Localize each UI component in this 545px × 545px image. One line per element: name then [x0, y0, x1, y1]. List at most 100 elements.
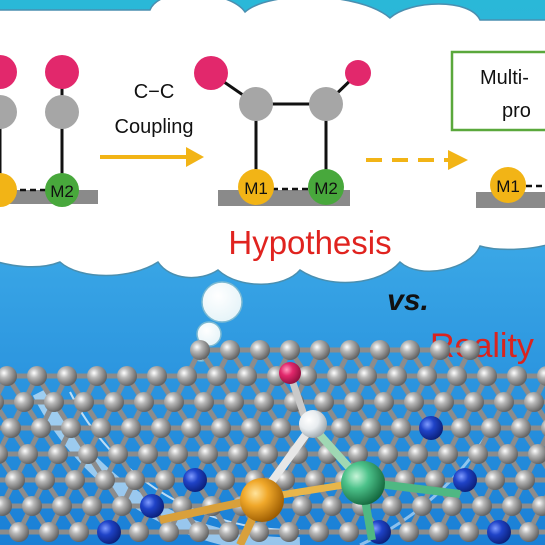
lattice-carbon-atom [1, 418, 21, 438]
lattice-carbon-atom [211, 418, 231, 438]
lattice-carbon-atom [27, 366, 47, 386]
lattice-carbon-atom [159, 522, 179, 542]
lattice-carbon-atom [190, 340, 210, 360]
vs-label: vs. [387, 284, 429, 317]
lattice-carbon-atom [39, 522, 59, 542]
box-line2: pro [502, 100, 531, 122]
oxygen-atom [0, 55, 17, 89]
coupling-step: C−C Coupling [100, 81, 204, 167]
metal1-atom [240, 478, 284, 522]
lattice-carbon-atom [0, 496, 12, 516]
lattice-carbon-atom [117, 366, 137, 386]
lattice-carbon-atom [147, 366, 167, 386]
lattice-carbon-atom [220, 340, 240, 360]
lattice-carbon-atom [224, 392, 244, 412]
coupled-state: M1 M2 [194, 56, 371, 206]
lattice-carbon-atom [129, 522, 149, 542]
lattice-carbon-atom [442, 496, 462, 516]
step1-label-line2: Coupling [115, 116, 194, 138]
lattice-carbon-atom [189, 522, 209, 542]
lattice-carbon-atom [464, 392, 484, 412]
lattice-carbon-atom [378, 444, 398, 464]
step1-label-line1: C−C [134, 81, 175, 103]
lattice-carbon-atom [18, 444, 38, 464]
coupling-arrow-head [186, 147, 204, 167]
lattice-carbon-atom [134, 392, 154, 412]
lattice-carbon-atom [0, 394, 4, 410]
metal2-label: M2 [314, 179, 338, 198]
lattice-carbon-atom [61, 418, 81, 438]
lattice-carbon-atom [391, 418, 411, 438]
lattice-carbon-atom [374, 392, 394, 412]
lattice-carbon-atom [425, 470, 445, 490]
lattice-carbon-atom [481, 418, 501, 438]
lattice-carbon-atom [357, 366, 377, 386]
lattice-carbon-atom [417, 366, 437, 386]
lattice-carbon-atom [181, 418, 201, 438]
nitrogen-atom [487, 520, 511, 544]
lattice-carbon-atom [447, 366, 467, 386]
lattice-carbon-atom [48, 444, 68, 464]
nitrogen-atom [140, 494, 164, 518]
lattice-carbon-atom [310, 340, 330, 360]
lattice-carbon-atom [74, 392, 94, 412]
lattice-carbon-atom [485, 470, 505, 490]
lattice-carbon-atom [434, 392, 454, 412]
lattice-carbon-atom [430, 340, 450, 360]
lattice-carbon-atom [22, 496, 42, 516]
lattice-carbon-atom [241, 418, 261, 438]
metal1-atom [490, 167, 526, 203]
lattice-carbon-atom [519, 522, 539, 542]
nitrogen-atom [97, 520, 121, 544]
product-state: M1 [476, 167, 545, 208]
lattice-carbon-atom [250, 340, 270, 360]
lattice-carbon-atom [498, 444, 518, 464]
lattice-carbon-atom [271, 418, 291, 438]
lattice-carbon-atom [297, 366, 317, 386]
lattice-carbon-atom [404, 392, 424, 412]
lattice-carbon-atom [507, 366, 527, 386]
lattice-carbon-atom [438, 444, 458, 464]
metal2-atom [341, 461, 385, 505]
oxygen-atom [45, 55, 79, 89]
lattice-carbon-atom [31, 418, 51, 438]
lattice-carbon-atom [429, 522, 449, 542]
lattice-carbon-atom [198, 444, 218, 464]
lattice-carbon-atom [322, 496, 342, 516]
carbon-atom [309, 87, 343, 121]
lattice-carbon-atom [14, 392, 34, 412]
lattice-carbon-atom [532, 496, 545, 516]
lattice-carbon-atom [228, 444, 248, 464]
lattice-carbon-atom [258, 444, 278, 464]
lattice-carbon-atom [477, 366, 497, 386]
lattice-carbon-atom [348, 444, 368, 464]
lattice-carbon-atom [104, 392, 124, 412]
lattice-carbon-atom [280, 340, 300, 360]
metal2-label: M2 [50, 182, 74, 201]
lattice-carbon-atom [472, 496, 492, 516]
carbon-atom [239, 87, 273, 121]
metal1-label: M1 [244, 179, 268, 198]
lattice-carbon-atom [382, 496, 402, 516]
hypothesis-label: Hypothesis [228, 224, 391, 261]
metal1-atom [0, 173, 17, 207]
lattice-carbon-atom [121, 418, 141, 438]
lattice-carbon-atom [0, 444, 8, 464]
lattice-carbon-atom [408, 444, 428, 464]
nitrogen-atom [419, 416, 443, 440]
lattice-carbon-atom [387, 366, 407, 386]
lattice-carbon-atom [451, 418, 471, 438]
lattice-carbon-atom [515, 470, 535, 490]
lattice-carbon-atom [400, 340, 420, 360]
carbon-atom [45, 95, 79, 129]
lattice-carbon-atom [361, 418, 381, 438]
metal1-atom [238, 169, 274, 205]
lattice-carbon-atom [249, 522, 269, 542]
lattice-carbon-atom [69, 522, 89, 542]
lattice-carbon-atom [35, 470, 55, 490]
lattice-carbon-atom [511, 418, 531, 438]
multi-step-arrow [366, 150, 468, 170]
lattice-carbon-atom [9, 522, 29, 542]
lattice-carbon-atom [91, 418, 111, 438]
multi-step-box: Multi- pro [450, 50, 545, 132]
